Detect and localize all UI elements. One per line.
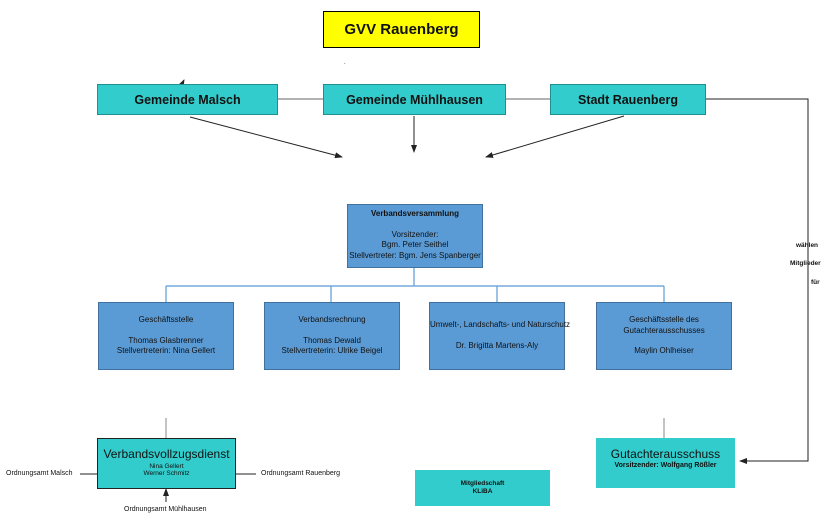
side-label-line2: Mitglieder (790, 260, 821, 267)
unit-verbandsrechnung: Verbandsrechnung Thomas Dewald Stellvert… (264, 302, 400, 370)
vollzugsdienst-box: Verbandsvollzugsdienst Nina Gellert Wern… (97, 438, 236, 489)
kliba-box: Mitgliedschaft KLiBA (415, 470, 550, 506)
ordnungsamt-rauenberg: Ordnungsamt Rauenberg (261, 470, 340, 477)
dot-mark: . (344, 60, 346, 66)
unit-line2: Stellvertreterin: Nina Gellert (116, 346, 216, 355)
page-title: GVV Rauenberg (323, 11, 480, 48)
vollzug-line1: Nina Gellert (149, 463, 184, 470)
unit-umwelt: Umwelt-, Landschafts- und Naturschutz Dr… (429, 302, 571, 370)
kliba-line2: KLiBA (472, 488, 493, 495)
unit-title: Verbandsrechnung (298, 315, 366, 324)
kliba-line1: Mitgliedschaft (460, 480, 505, 487)
side-label-line1: wählen (796, 242, 819, 249)
unit-line1: Thomas Glasbrenner (128, 335, 204, 345)
side-label-line3: für (811, 279, 820, 286)
assembly-chair-label: Vorsitzender: (391, 229, 439, 239)
arrow-rauenberg (485, 115, 625, 158)
vollzug-title: Verbandsvollzugsdienst (103, 447, 230, 461)
unit-geschaeftsstelle: Geschäftsstelle Thomas Glasbrenner Stell… (98, 302, 234, 370)
assembly-title: Verbandsversammlung (370, 209, 460, 218)
ordnungsamt-muehlhausen: Ordnungsamt Mühlhausen (124, 506, 207, 513)
member-malsch: Gemeinde Malsch (97, 84, 278, 115)
ordnungsamt-malsch: Ordnungsamt Malsch (6, 470, 73, 477)
assembly-chair: Bgm. Peter Seithel (381, 240, 449, 249)
unit-line2: Stellvertreterin: Ulrike Beigel (281, 346, 383, 355)
member-muehlhausen: Gemeinde Mühlhausen (323, 84, 506, 115)
assembly-deputy: Stellvertreter: Bgm. Jens Spanberger (349, 250, 481, 260)
unit-title: Umwelt-, Landschafts- und Naturschutz (430, 320, 571, 329)
gutachter-title: Gutachterausschuss (610, 447, 721, 461)
vollzug-line2: Werner Schmitz (143, 470, 190, 477)
unit-line1: Maylin Ohlheiser (634, 346, 694, 355)
small-arrow-malsch (178, 79, 185, 88)
unit-title: Geschäftsstelle (138, 315, 194, 324)
arrow-malsch (189, 116, 343, 159)
unit-title: Geschäftsstelle des (629, 315, 699, 324)
member-rauenberg: Stadt Rauenberg (550, 84, 706, 115)
assembly-box: Verbandsversammlung Vorsitzender: Bgm. P… (347, 204, 483, 268)
arrow-elect-gutachter (706, 98, 809, 464)
gutachter-chair: Vorsitzender: Wolfgang Rößler (614, 462, 717, 469)
gutachterausschuss-box: Gutachterausschuss Vorsitzender: Wolfgan… (596, 438, 735, 488)
unit-gutachter-geschaeftsstelle: Geschäftsstelle des Gutachterausschusses… (596, 302, 732, 370)
unit-line1: Dr. Brigitta Martens-Aly (455, 340, 539, 350)
unit-title2: Gutachterausschusses (623, 325, 705, 335)
unit-line1: Thomas Dewald (303, 335, 361, 345)
